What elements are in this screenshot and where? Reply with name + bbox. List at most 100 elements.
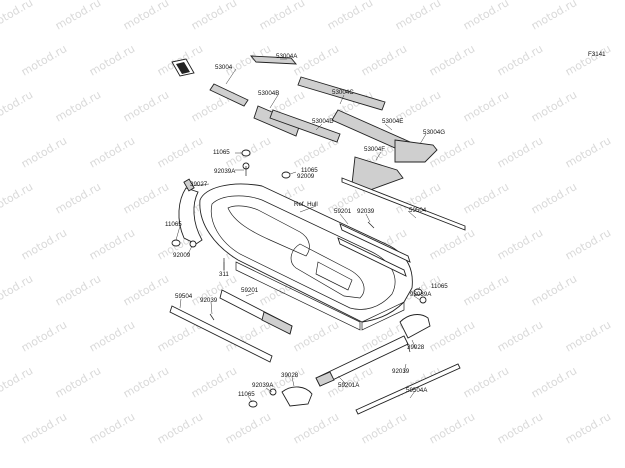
label-92039-a: 92039 — [357, 208, 375, 215]
label-53004F: 53004F — [364, 146, 385, 153]
watermark-text: motod.ru — [19, 134, 69, 170]
watermark-text: motod.ru — [19, 42, 69, 78]
label-59504-b: 59504 — [175, 293, 193, 300]
watermark-text: motod.ru — [563, 410, 613, 446]
watermark-text: motod.ru — [0, 0, 35, 33]
fasteners — [171, 149, 427, 408]
hull — [199, 183, 413, 331]
watermark-text: motod.ru — [0, 272, 35, 308]
strakes-right — [337, 177, 466, 277]
watermark-text: motod.ru — [495, 226, 545, 262]
label-53004A: 53004A — [276, 53, 298, 60]
watermark-text: motod.ru — [257, 0, 307, 33]
label-92039-c: 92039 — [392, 368, 410, 375]
label-39028-b: 39028 — [281, 372, 299, 379]
watermark-text: motod.ru — [53, 0, 103, 33]
label-92009-a: 92009 — [297, 173, 315, 180]
watermark-text: motod.ru — [529, 364, 579, 400]
label-11065-a: 11065 — [213, 149, 230, 156]
watermark-text: motod.ru — [121, 272, 171, 308]
deck-mats — [209, 55, 438, 191]
watermark-text: motod.ru — [121, 364, 171, 400]
watermark-text: motod.ru — [87, 318, 137, 354]
watermark-text: motod.ru — [0, 88, 35, 124]
watermark-text: motod.ru — [563, 134, 613, 170]
watermark-text: motod.ru — [87, 134, 137, 170]
label-59201-b: 59201 — [241, 287, 259, 294]
watermark-text: motod.ru — [53, 180, 103, 216]
watermark-text: motod.ru — [529, 0, 579, 33]
watermark-text: motod.ru — [563, 226, 613, 262]
watermark-text: motod.ru — [0, 180, 35, 216]
label-53004G: 53004G — [423, 129, 445, 136]
watermark-text: motod.ru — [461, 0, 511, 33]
watermark-text: motod.ru — [189, 364, 239, 400]
label-53004: 53004 — [215, 64, 233, 71]
watermark-text: motod.ru — [87, 42, 137, 78]
watermark-text: motod.ru — [529, 88, 579, 124]
watermark-text: motod.ru — [121, 180, 171, 216]
label-92009-b: 92009 — [173, 252, 191, 259]
watermark-text: motod.ru — [461, 180, 511, 216]
label-53004B: 53004B — [258, 90, 279, 97]
watermark-text: motod.ru — [155, 410, 205, 446]
part-labels: 53004 53004A 53004B 53004C 53004D 53004E… — [165, 53, 448, 398]
watermark-text: motod.ru — [495, 42, 545, 78]
label-53004E: 53004E — [382, 118, 403, 125]
watermark-text: motod.ru — [291, 318, 341, 354]
watermark-text: motod.ru — [495, 410, 545, 446]
figure-code: F3141 — [588, 51, 606, 58]
watermark-text: motod.ru — [87, 226, 137, 262]
watermark-text: motod.ru — [121, 0, 171, 33]
label-59504A: 59504A — [406, 387, 428, 394]
book-icon — [171, 58, 195, 77]
label-39027: 39027 — [190, 181, 208, 188]
label-11065-e: 11065 — [238, 391, 255, 398]
watermark-text: motod.ru — [19, 226, 69, 262]
watermark-text: motod.ru — [359, 410, 409, 446]
label-92039A-a: 92039A — [214, 168, 236, 175]
watermark-text: motod.ru — [189, 0, 239, 33]
label-311: 311 — [219, 271, 229, 278]
watermark-text: motod.ru — [563, 318, 613, 354]
watermark-text: motod.ru — [0, 364, 35, 400]
watermark-text: motod.ru — [359, 42, 409, 78]
watermark-text: motod.ru — [223, 410, 273, 446]
label-53004D: 53004D — [312, 118, 334, 125]
label-59201-a: 59201 — [334, 208, 352, 215]
label-39028-a: 39028 — [407, 344, 425, 351]
label-59504-a: 59504 — [409, 207, 427, 214]
rail-39027 — [178, 187, 203, 245]
watermark-text: motod.ru — [529, 272, 579, 308]
watermark-text: motod.ru — [291, 42, 341, 78]
watermark-text: motod.ru — [325, 0, 375, 33]
watermark-text: motod.ru — [529, 180, 579, 216]
watermark-text: motod.ru — [19, 410, 69, 446]
label-92039-b: 92039 — [200, 297, 218, 304]
watermark-text: motod.ru — [53, 364, 103, 400]
label-ref-hull: Ref. Hull — [294, 201, 318, 208]
watermark-text: motod.ru — [427, 226, 477, 262]
rail-cap — [183, 178, 195, 192]
rear-bumpers — [281, 314, 461, 415]
watermark-text: motod.ru — [87, 410, 137, 446]
watermark-text: motod.ru — [495, 134, 545, 170]
watermark-text: motod.ru — [427, 318, 477, 354]
watermark-text: motod.ru — [155, 134, 205, 170]
label-92039A-c: 92039A — [252, 382, 274, 389]
watermark-text: motod.ru — [19, 318, 69, 354]
strakes-left — [169, 289, 293, 363]
watermark-text: motod.ru — [53, 88, 103, 124]
label-53004C: 53004C — [332, 89, 354, 96]
watermark-text: motod.ru — [393, 0, 443, 33]
label-11065-d: 11065 — [431, 283, 448, 290]
watermark-text: motod.ru — [461, 364, 511, 400]
watermark-text: motod.ru — [121, 88, 171, 124]
watermark-text: motod.ru — [495, 318, 545, 354]
label-11065-c: 11065 — [165, 221, 182, 228]
label-11065-b: 11065 — [301, 167, 318, 174]
label-92039A-b: 92039A — [410, 291, 432, 298]
watermark-text: motod.ru — [563, 42, 613, 78]
watermark-text: motod.ru — [427, 410, 477, 446]
